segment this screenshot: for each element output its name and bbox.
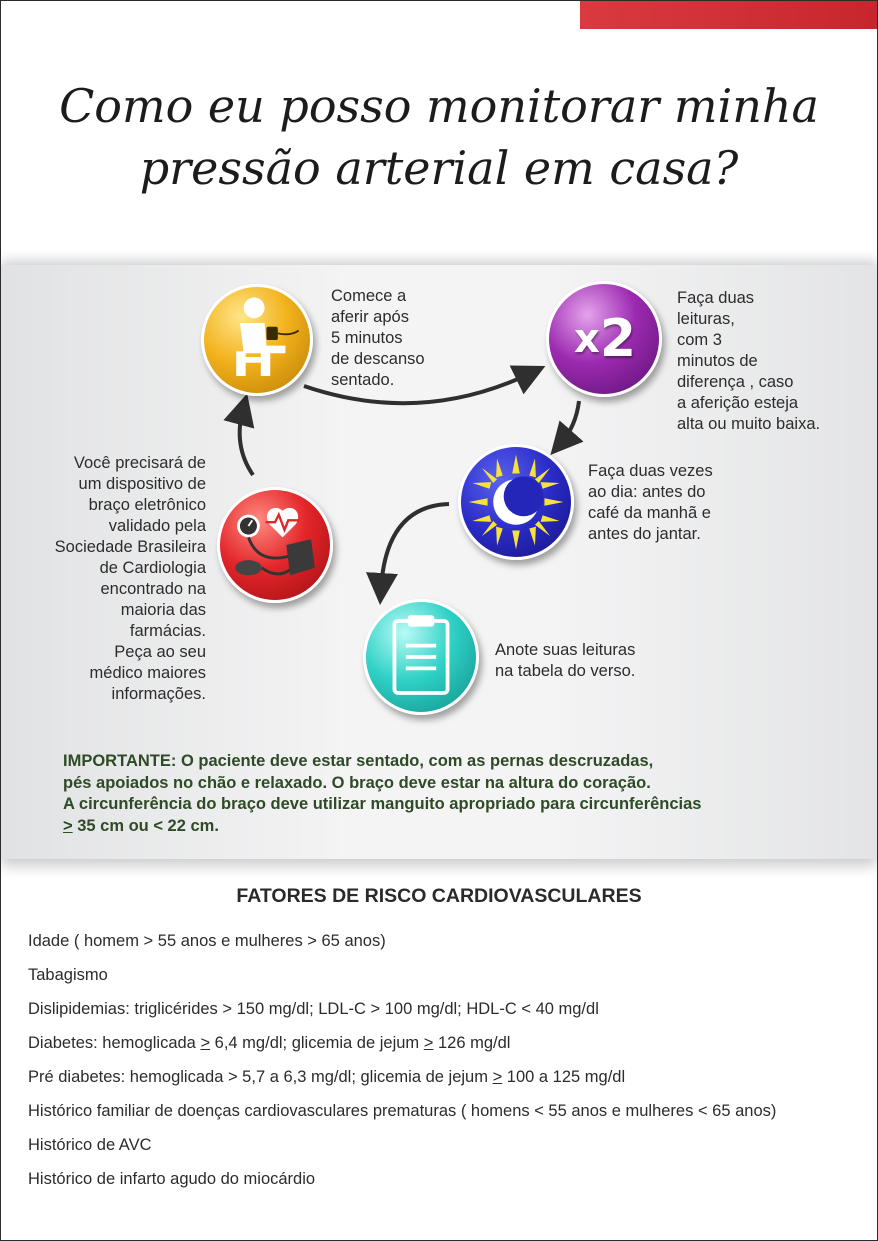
risk-factors-list: Idade ( homem > 55 anos e mulheres > 65 … xyxy=(28,931,868,1203)
list-item: Histórico de AVC xyxy=(28,1136,152,1154)
step-note-text: Anote suas leituras na tabela do verso. xyxy=(495,641,636,680)
list-item: Idade ( homem > 55 anos e mulheres > 65 … xyxy=(28,932,386,950)
clipboard-icon xyxy=(363,599,479,715)
blood-pressure-monitor-icon xyxy=(217,487,333,603)
important-note: IMPORTANTE: O paciente deve estar sentad… xyxy=(63,752,702,835)
risk-factors-title: FATORES DE RISCO CARDIOVASCULARES xyxy=(236,885,642,907)
list-item: Tabagismo xyxy=(28,966,108,984)
step-start-text: Comece a aferir após 5 minutos de descan… xyxy=(331,287,425,389)
list-item: Histórico de infarto agudo do miocárdio xyxy=(28,1170,316,1188)
list-item: Histórico familiar de doenças cardiovasc… xyxy=(28,1102,777,1120)
list-item: Dislipidemias: triglicérides > 150 mg/dl… xyxy=(28,1000,599,1018)
page-title: Como eu posso monitorar minha pressão ar… xyxy=(1,75,877,199)
top-accent-bar xyxy=(580,1,877,29)
x2-prefix: x xyxy=(574,316,600,362)
x2-number: 2 xyxy=(599,309,636,369)
title-line-1: Como eu posso monitorar minha xyxy=(59,79,819,133)
title-line-2: pressão arterial em casa? xyxy=(139,141,739,195)
important-label: IMPORTANTE: xyxy=(63,752,177,770)
step-device-text: Você precisará de um dispositivo de braç… xyxy=(54,454,206,703)
sun-moon-icon xyxy=(458,444,574,560)
step-two-readings-text: Faça duas leituras, com 3 minutos de dif… xyxy=(677,289,821,433)
seated-person-cuff-icon xyxy=(201,284,313,396)
step-twice-a-day-text: Faça duas vezes ao dia: antes do café da… xyxy=(588,462,713,543)
list-item: Diabetes: hemoglicada > 6,4 mg/dl; glice… xyxy=(28,1034,511,1052)
list-item: Pré diabetes: hemoglicada > 5,7 a 6,3 mg… xyxy=(28,1068,626,1086)
